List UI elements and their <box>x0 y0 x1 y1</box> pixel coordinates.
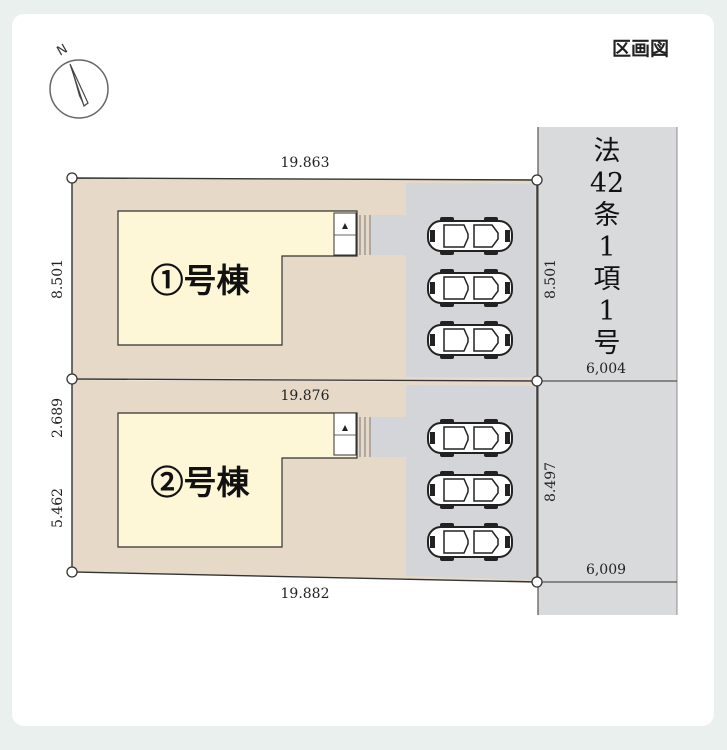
building-1 <box>117 210 358 346</box>
road-label-char: 法 <box>594 136 621 167</box>
compass-label: N <box>55 42 71 60</box>
dim-bottom-edge: 19.882 <box>281 586 330 602</box>
road-label: 法 42 条 1 項 1 号 <box>590 136 624 359</box>
building-2-label: ②号棟 <box>151 463 251 502</box>
car-icon <box>427 419 513 457</box>
dim-middle-edge: 19.876 <box>281 388 330 404</box>
road-area <box>538 127 677 615</box>
dim-road-width-lower: 6,009 <box>586 562 626 578</box>
entrance-2 <box>333 412 357 456</box>
road-label-char: 1 <box>598 296 615 327</box>
dim-lot2-right: 8.497 <box>543 462 559 502</box>
building-2 <box>117 412 358 548</box>
car-icon <box>427 269 513 307</box>
dim-lot2-left-lower: 5.462 <box>50 488 66 528</box>
dim-road-width-upper: 6,004 <box>586 361 626 377</box>
entrance-1 <box>333 212 357 256</box>
car-icon <box>427 523 513 561</box>
road-label-char: 1 <box>598 232 615 263</box>
building-1-label: ①号棟 <box>151 261 251 300</box>
dim-lot1-left: 8.501 <box>50 259 66 299</box>
lot-divider <box>71 378 538 382</box>
car-icon <box>427 321 513 359</box>
road-label-char: 条 <box>594 200 621 231</box>
car-icon <box>427 217 513 255</box>
diagram-title: 区画図 <box>612 38 670 60</box>
car-icon <box>427 471 513 509</box>
road-label-char: 42 <box>590 168 624 199</box>
dim-top-edge: 19.863 <box>281 155 330 171</box>
north-arrow-icon: N <box>49 42 109 119</box>
dim-lot1-right: 8.501 <box>543 259 559 299</box>
road-label-char: 号 <box>594 328 621 359</box>
dim-lot2-left-upper: 2.689 <box>50 398 66 438</box>
road-label-char: 項 <box>594 264 621 295</box>
